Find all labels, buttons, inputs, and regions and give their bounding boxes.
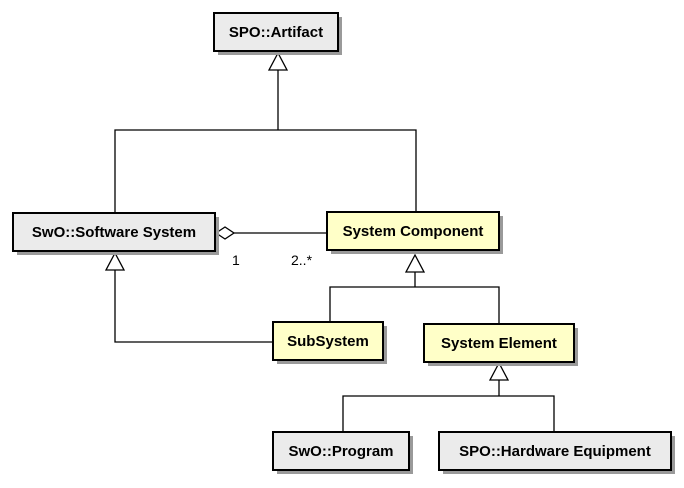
- class-spo-hardware-equipment[interactable]: SPO::Hardware Equipment: [438, 431, 675, 474]
- class-box: [272, 431, 410, 471]
- class-spo-artifact[interactable]: SPO::Artifact: [213, 12, 342, 55]
- class-box: [272, 321, 384, 361]
- multiplicity-whole: 1: [232, 252, 240, 268]
- class-box: [213, 12, 339, 52]
- generalization-arrowhead: [404, 253, 426, 273]
- class-system-element[interactable]: System Element: [423, 323, 578, 366]
- class-label: SwO::Software System: [32, 224, 196, 241]
- generalization-arrowhead: [267, 51, 289, 71]
- generalization-edge: [342, 395, 555, 432]
- aggregation-diamond: [214, 226, 236, 240]
- class-box: [438, 431, 672, 471]
- class-subsystem[interactable]: SubSystem: [272, 321, 387, 364]
- aggregation-edge: [214, 226, 327, 240]
- class-box: [423, 323, 575, 363]
- generalization-edge: [114, 270, 273, 343]
- class-label: SwO::Program: [288, 443, 393, 460]
- generalization-artifact: [114, 51, 417, 213]
- class-system-component[interactable]: System Component: [326, 211, 503, 254]
- generalization-edge: [329, 286, 500, 324]
- multiplicity-part: 2..*: [291, 252, 313, 268]
- class-label: System Element: [441, 335, 557, 352]
- generalization-arrowhead: [104, 251, 126, 271]
- class-label: System Component: [343, 223, 484, 240]
- class-box: [12, 212, 216, 252]
- generalization-edge: [114, 129, 417, 213]
- class-swo-program[interactable]: SwO::Program: [272, 431, 413, 474]
- class-box: [326, 211, 500, 251]
- class-label: SPO::Artifact: [229, 24, 323, 41]
- class-label: SubSystem: [287, 333, 369, 350]
- class-swo-software-system[interactable]: SwO::Software System: [12, 212, 219, 255]
- generalization-system-component: [329, 253, 500, 324]
- generalization-arrowhead: [488, 361, 510, 381]
- generalization-system-element: [342, 361, 555, 432]
- class-label: SPO::Hardware Equipment: [459, 443, 651, 460]
- generalization-software-system: [104, 251, 273, 343]
